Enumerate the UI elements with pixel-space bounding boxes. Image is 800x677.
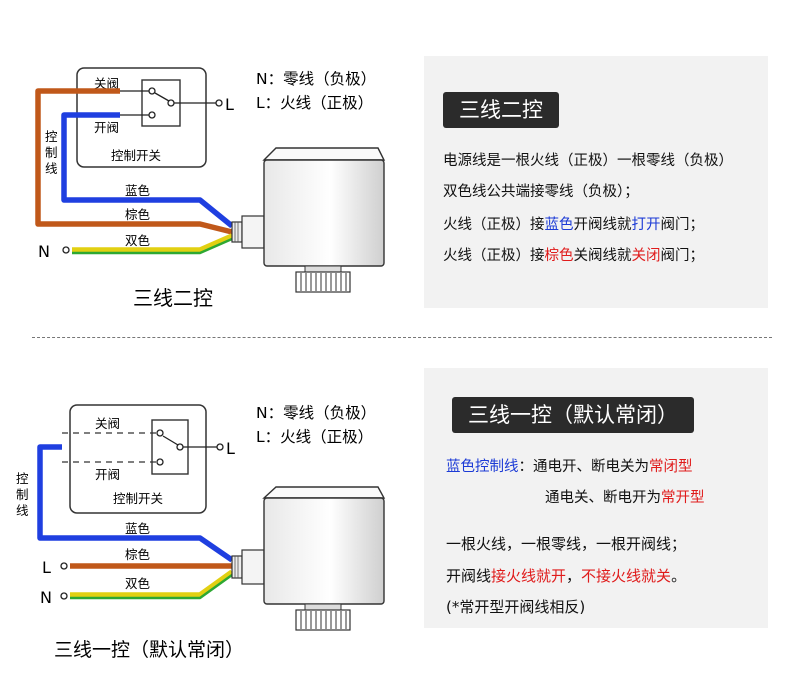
bottom-info-line-4: 开阀线接火线就开，不接火线就关。 — [446, 566, 686, 586]
line-4-part-a: 开阀线 — [446, 567, 492, 585]
line-4-brown: 棕色 — [544, 248, 574, 264]
top-wiring-diagram: L 关阀 开阀 控制开关 N 控 制 线 蓝色 棕色 双色 N：零线（负极） L… — [35, 67, 386, 310]
watermark-text: hp4w5178k727328.1688.com — [428, 630, 782, 655]
open-valve-label: 开阀 — [95, 467, 120, 482]
dual-wire-green — [72, 237, 233, 255]
actuator-icon — [262, 147, 386, 293]
brown-wire-label: 棕色 — [125, 207, 151, 222]
switch-l-label: L — [225, 95, 234, 114]
bottom-info-line-5: (*常开型开阀线相反) — [446, 598, 586, 616]
line-4-on-live: 接火线就开 — [491, 567, 567, 585]
actuator-icon — [262, 486, 386, 631]
bottom-info-title: 三线一控（默认常闭） — [452, 397, 694, 433]
dual-wire-label: 双色 — [125, 233, 151, 248]
bottom-wiring-diagram: L 关阀 开阀 控制开关 L N 控 制 线 蓝色 棕色 双色 N：零线（负极）… — [16, 404, 386, 661]
close-valve-label: 关阀 — [95, 416, 120, 431]
bottom-info-line-3: 一根火线，一根零线，一根开阀线； — [446, 535, 687, 553]
line-4-part-c: 关阀线就 — [573, 248, 632, 264]
control-wire-char-2: 制 — [16, 487, 29, 502]
top-info-title: 三线二控 — [443, 92, 559, 128]
dual-wire-green — [70, 573, 233, 600]
open-valve-label: 开阀 — [94, 120, 119, 135]
section-divider — [32, 337, 772, 338]
line-2-part-a: 通电关、断电开为 — [545, 490, 661, 506]
control-wire-char-1: 控 — [45, 129, 58, 144]
control-wire-char-3: 线 — [45, 161, 58, 176]
top-info-line-4: 火线（正极）接棕色关阀线就关闭阀门； — [443, 246, 704, 266]
top-info-line-1: 电源线是一根火线（正极）一根零线（负极） — [443, 153, 733, 169]
line-1-blue-control: 蓝色控制线 — [446, 459, 519, 475]
line-4-part-c: ， — [566, 567, 582, 585]
line-3-part-e: 阀门； — [660, 217, 705, 233]
n-terminal-label: N — [38, 242, 50, 261]
blue-wire-label: 蓝色 — [125, 521, 151, 536]
legend-l: L：火线（正极） — [256, 94, 373, 112]
bottom-caption: 三线一控（默认常闭） — [54, 639, 244, 661]
line-1-nc-type: 常闭型 — [649, 459, 693, 475]
line-1-part-b: ：通电开、断电关为 — [518, 459, 650, 475]
control-switch-label: 控制开关 — [113, 491, 163, 506]
legend-n: N：零线（负极） — [256, 70, 376, 88]
top-caption: 三线二控 — [133, 286, 213, 310]
dual-wire-yellow — [70, 569, 234, 598]
line-2-no-type: 常开型 — [661, 490, 705, 506]
line-3-blue: 蓝色 — [544, 217, 574, 233]
switch-l-label: L — [226, 439, 235, 458]
dual-wire-label: 双色 — [125, 576, 151, 591]
line-4-off-live: 不接火线就关 — [581, 567, 672, 585]
brown-wire-label: 棕色 — [125, 547, 151, 562]
blue-wire — [37, 444, 234, 563]
top-info-line-2: 双色线公共端接零线（负极）； — [443, 184, 639, 200]
top-info-line-3: 火线（正极）接蓝色开阀线就打开阀门； — [443, 215, 704, 235]
control-wire-char-1: 控 — [16, 471, 29, 486]
control-switch-label: 控制开关 — [111, 148, 161, 163]
legend-l: L：火线（正极） — [256, 428, 373, 446]
line-3-part-c: 开阀线就 — [573, 217, 632, 233]
blue-wire — [61, 112, 234, 229]
line-3-open: 打开 — [631, 217, 661, 233]
brown-wire — [35, 88, 233, 235]
control-wire-char-2: 制 — [45, 145, 58, 160]
line-3-part-a: 火线（正极）接 — [443, 217, 545, 233]
bottom-info-line-1: 蓝色控制线：通电开、断电关为常闭型 — [446, 457, 693, 477]
blue-wire-label: 蓝色 — [125, 183, 151, 198]
n-terminal-label: N — [40, 588, 52, 607]
l-terminal-label: L — [42, 558, 51, 577]
line-4-part-e: 阀门； — [660, 248, 705, 264]
legend-n: N：零线（负极） — [256, 404, 376, 422]
control-wire-char-3: 线 — [16, 503, 29, 518]
switch-box — [69, 404, 207, 514]
bottom-info-line-2: 通电关、断电开为常开型 — [545, 488, 705, 508]
line-4-close: 关闭 — [631, 248, 661, 264]
close-valve-label: 关阀 — [94, 76, 119, 91]
line-4-part-e: 。 — [671, 567, 687, 585]
line-4-part-a: 火线（正极）接 — [443, 248, 545, 264]
dual-wire-yellow — [72, 233, 234, 253]
